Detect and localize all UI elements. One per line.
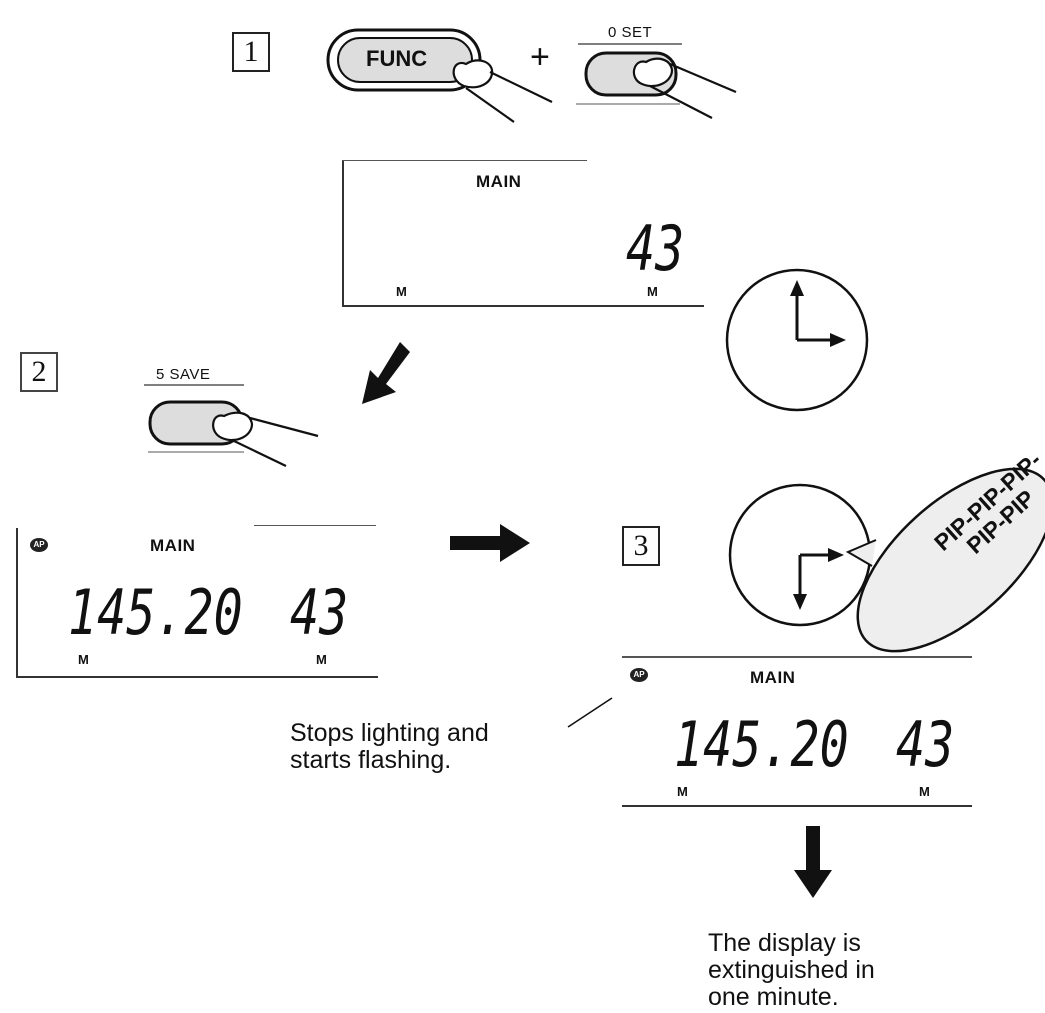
- memory-indicator: M: [919, 784, 930, 799]
- memory-indicator: M: [677, 784, 688, 799]
- lcd-top-edge: [254, 525, 376, 526]
- frequency-readout: 145.20: [674, 714, 849, 776]
- frequency-readout: 145.20: [68, 582, 243, 644]
- extinguished-caption-line-1: The display is: [708, 930, 875, 957]
- set-key-label: 0 SET: [608, 24, 652, 41]
- memory-indicator: M: [316, 652, 327, 667]
- flashing-caption-line-2: starts flashing.: [290, 747, 489, 774]
- step-number-1: 1: [232, 32, 270, 72]
- lcd-top-edge: [622, 656, 972, 658]
- clock-icon: [730, 485, 870, 625]
- ap-badge: AP: [630, 668, 648, 682]
- lcd-main-label: MAIN: [750, 668, 795, 688]
- callout-line: [568, 698, 612, 727]
- plus-sign: +: [530, 44, 550, 71]
- memory-indicator: M: [647, 284, 658, 299]
- lcd-main-label: MAIN: [150, 536, 195, 556]
- arrow-right-icon: [450, 524, 530, 562]
- finger-icon: [213, 413, 318, 466]
- extinguished-caption-line-3: one minute.: [708, 984, 875, 1011]
- extinguished-caption: The display is extinguished in one minut…: [708, 930, 875, 1011]
- arrow-down-left-icon: [362, 342, 410, 404]
- save-key-label: 5 SAVE: [156, 366, 210, 383]
- ap-badge: AP: [30, 538, 48, 552]
- flashing-caption-line-1: Stops lighting and: [290, 720, 489, 747]
- flashing-caption: Stops lighting and starts flashing.: [290, 720, 489, 774]
- channel-number: 43: [290, 582, 348, 644]
- channel-number: 43: [896, 714, 954, 776]
- clock-icon: [727, 270, 867, 410]
- lcd-main-label: MAIN: [476, 172, 521, 192]
- extinguished-caption-line-2: extinguished in: [708, 957, 875, 984]
- memory-indicator: M: [396, 284, 407, 299]
- lcd-top-edge: [342, 160, 587, 161]
- channel-number: 43: [626, 218, 684, 280]
- memory-indicator: M: [78, 652, 89, 667]
- arrow-down-icon: [794, 826, 832, 898]
- func-key-label: FUNC: [366, 46, 427, 72]
- step-number-2: 2: [20, 352, 58, 392]
- step-number-3: 3: [622, 526, 660, 566]
